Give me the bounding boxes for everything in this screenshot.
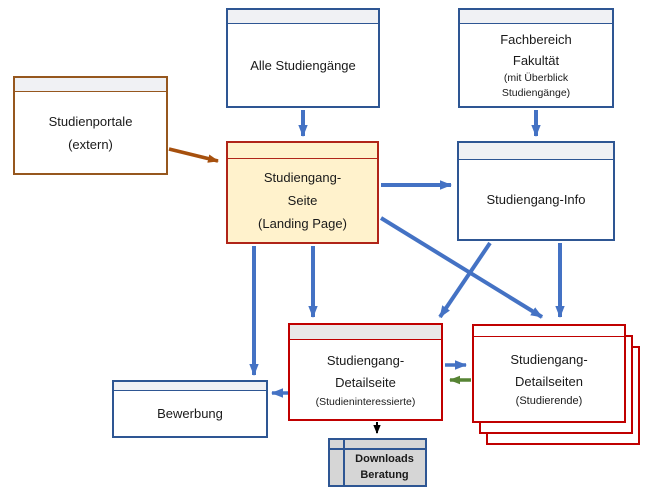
- box-sublabel: (mit Überblick: [503, 72, 569, 84]
- box-label: Detailseite: [335, 374, 396, 390]
- box-label: Detailseiten: [515, 374, 583, 389]
- box-label: Alle Studiengänge: [250, 57, 356, 73]
- divider: [330, 448, 425, 450]
- box-studiengang-seite-landing: Studiengang- Seite (Landing Page): [226, 141, 379, 244]
- box-label: Studiengang-Info: [486, 192, 586, 207]
- arrow-studienportale-to-landing: [168, 147, 219, 163]
- header-bar: [228, 143, 377, 159]
- box-bewerbung: Bewerbung: [112, 380, 268, 438]
- box-alle-studiengaenge: Alle Studiengänge: [226, 8, 380, 108]
- box-sublabel: Studiengänge): [501, 87, 571, 99]
- box-label: Downloads: [355, 453, 414, 465]
- arrow-info-to-detailseite: [438, 241, 492, 319]
- header-bar: [460, 10, 612, 24]
- box-studiengang-info: Studiengang-Info: [457, 141, 615, 241]
- box-label: Studiengang-: [326, 352, 405, 368]
- box-fachbereich-fakultaet: Fachbereich Fakultät (mit Überblick Stud…: [458, 8, 614, 108]
- box-label: Beratung: [360, 469, 409, 481]
- header-bar: [228, 10, 378, 24]
- box-label: Fachbereich: [500, 32, 572, 47]
- box-label: Studiengang-: [510, 352, 588, 367]
- box-label: Studiengang-: [263, 170, 342, 185]
- box-label: (Landing Page): [258, 216, 347, 231]
- header-bar: [459, 143, 613, 160]
- box-label: (extern): [68, 136, 113, 152]
- box-studienportale: Studienportale (extern): [13, 76, 168, 175]
- header-bar: [15, 78, 166, 92]
- box-sublabel: (Studierende): [515, 395, 583, 407]
- box-studiengang-detailseiten: Studiengang- Detailseiten (Studierende): [472, 324, 626, 423]
- box-label: Bewerbung: [157, 406, 223, 421]
- divider: [343, 440, 345, 485]
- box-studiengang-detailseite: Studiengang- Detailseite (Studieninteres…: [288, 323, 443, 421]
- header-bar: [474, 326, 624, 337]
- box-label: Studienportale: [48, 113, 133, 129]
- box-downloads-beratung: Downloads Beratung: [328, 438, 427, 487]
- header-bar: [114, 382, 266, 391]
- box-label: Fakultät: [512, 53, 560, 68]
- box-sublabel: (Studieninteressierte): [315, 395, 416, 408]
- header-bar: [290, 325, 441, 340]
- box-label: Seite: [287, 193, 318, 208]
